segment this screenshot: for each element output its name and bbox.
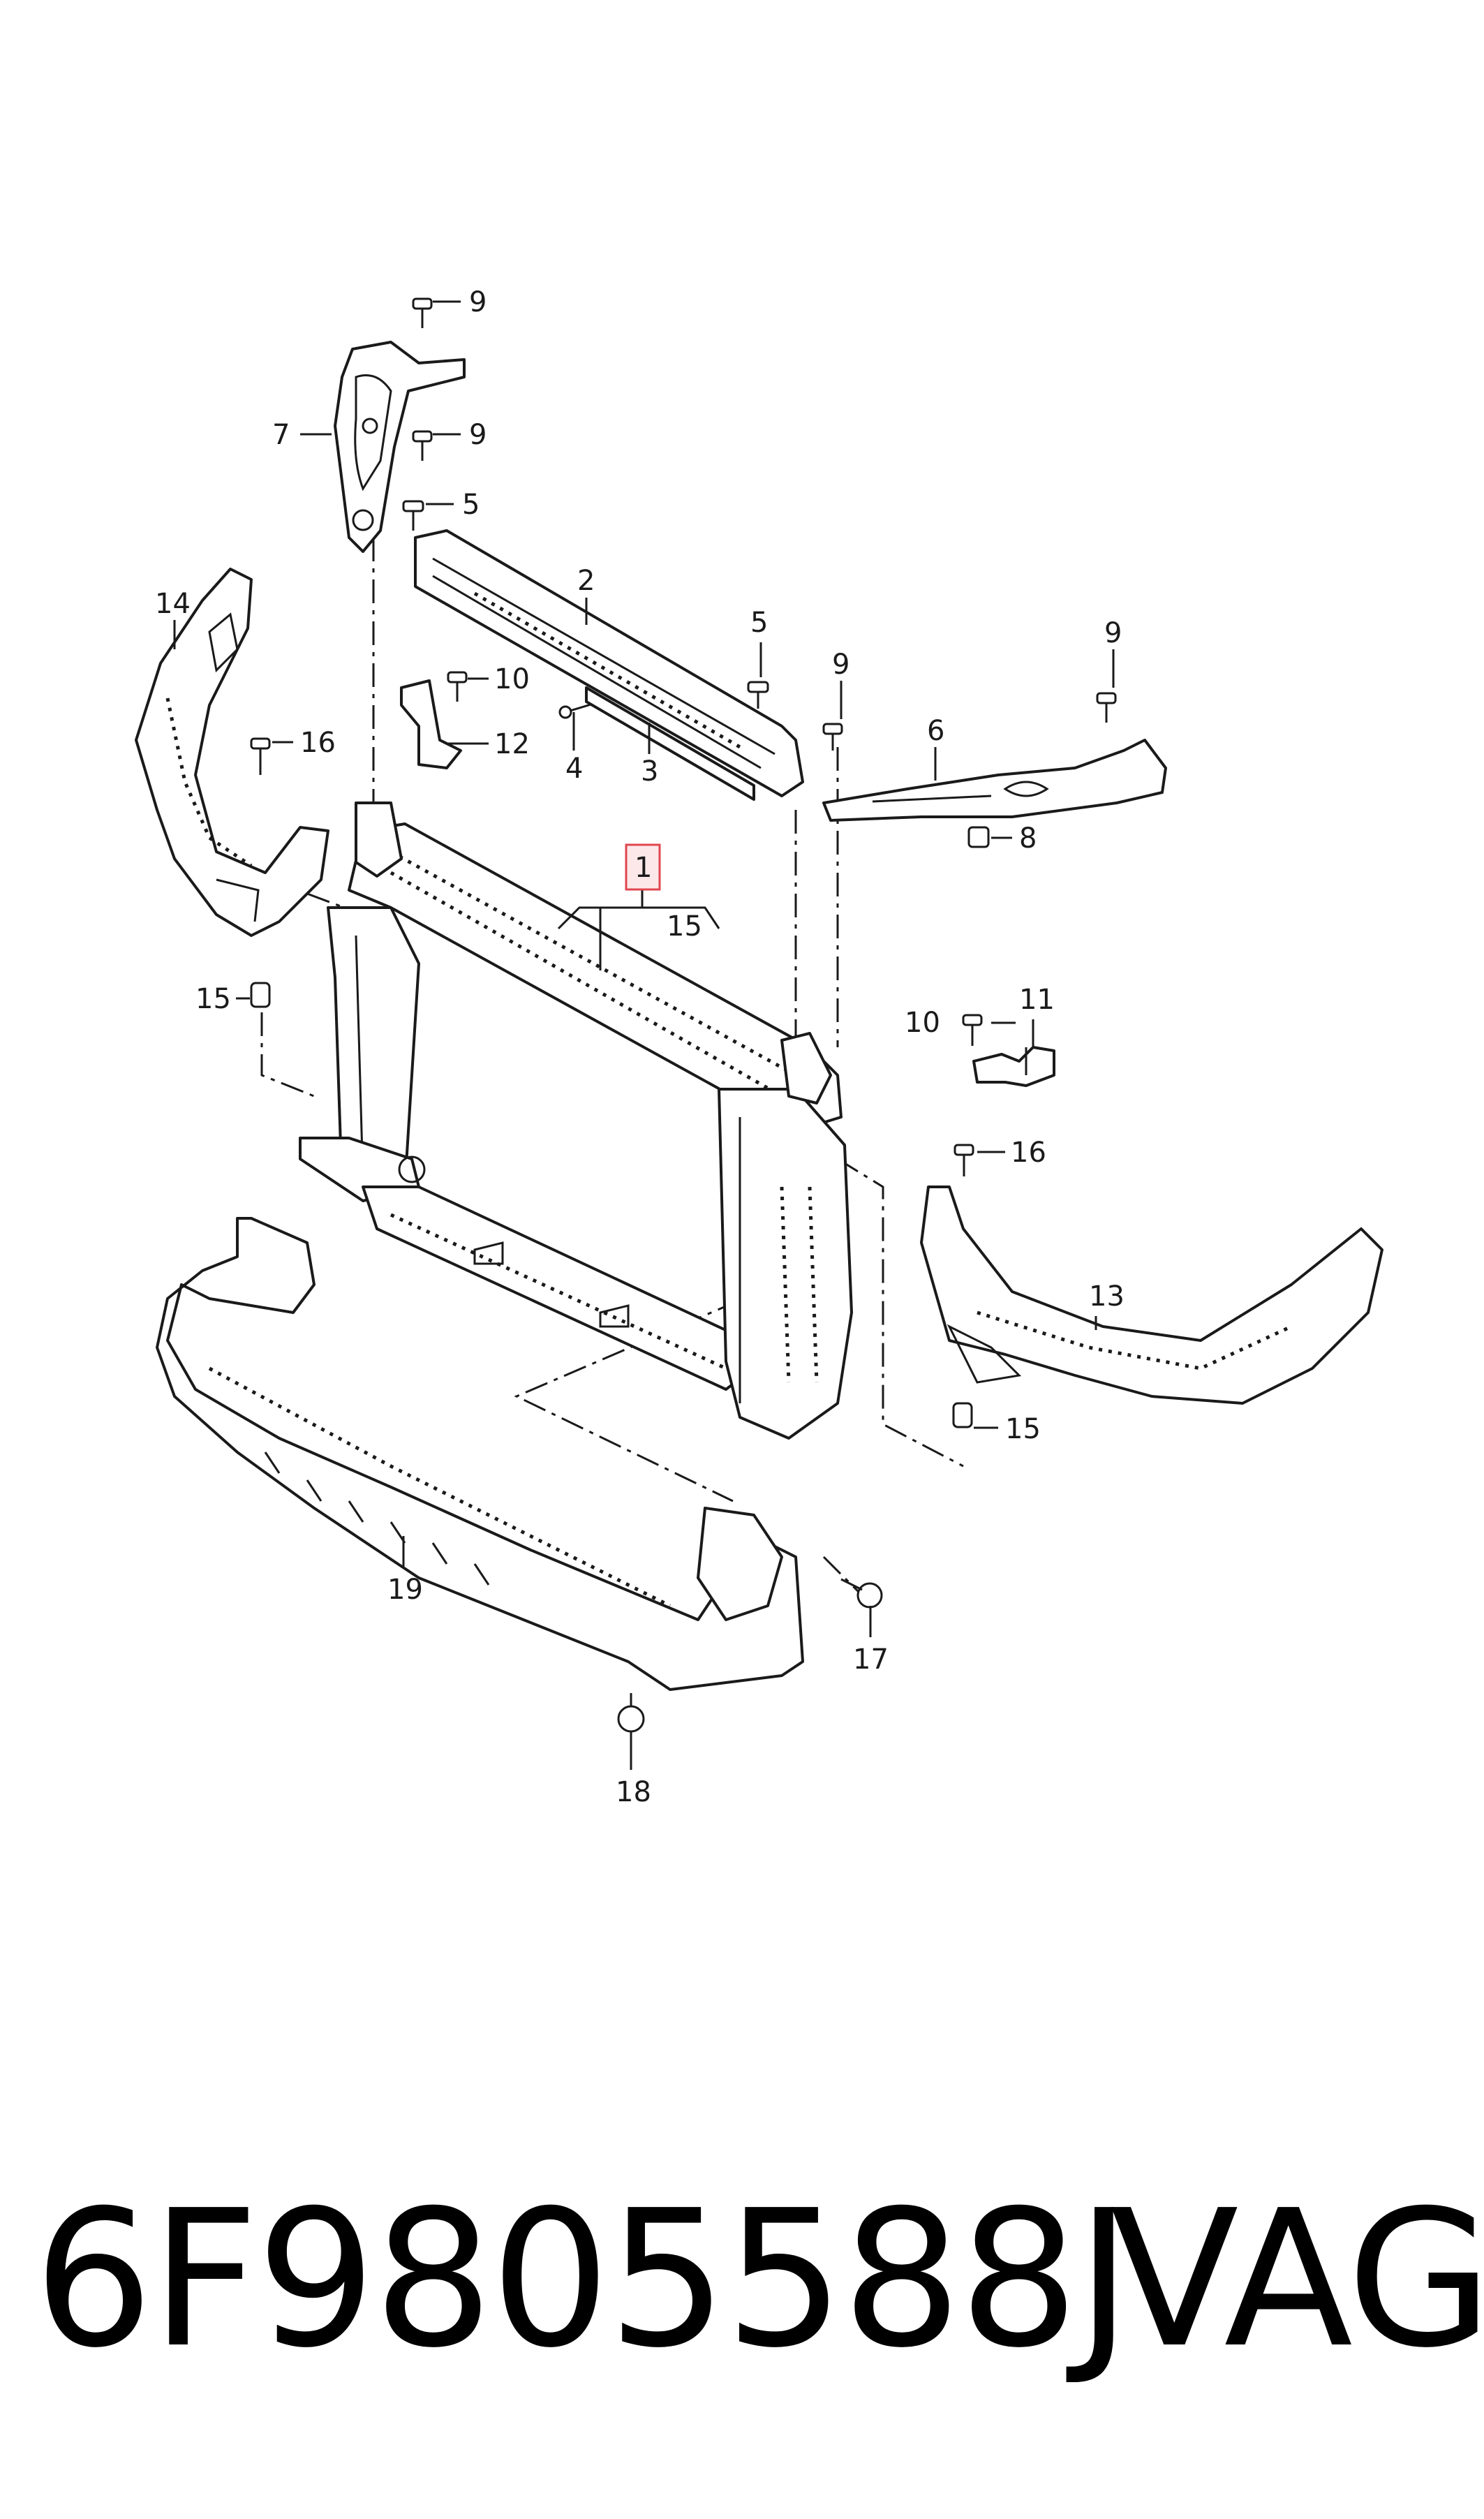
callout-16b: 16 [1011,1137,1046,1169]
part-13-right-bracket[interactable] [920,1185,1383,1405]
callout-9c: 9 [832,649,849,681]
part-14-left-bracket[interactable] [135,568,329,937]
brand-caption: VAG [1110,2169,1484,2389]
bolt-15-right [952,1402,973,1428]
bolt-10-upper [447,671,468,702]
part-11-small-bracket[interactable] [972,1046,1055,1087]
callout-6: 6 [927,715,944,747]
bolt-9-right-b [1096,692,1117,723]
bolt-16-right [954,1144,974,1176]
part-6-right-bracket[interactable] [822,739,1167,822]
callout-9b: 9 [469,419,487,451]
part-7-upper-bracket[interactable] [334,341,466,553]
assembly-guide-lines [260,538,964,1593]
callout-7: 7 [272,419,290,451]
part-1-front-end-carrier[interactable] [299,802,853,1440]
callout-1: 1 [635,852,652,884]
callout-16a: 16 [300,727,336,759]
callout-15b: 15 [195,983,231,1015]
callout-18: 18 [616,1776,651,1808]
callout-10b: 10 [905,1007,940,1039]
part-number-caption: 6F9805588J [34,2169,1131,2389]
callout-13: 13 [1089,1280,1125,1313]
callout-11: 11 [1019,984,1055,1016]
callout-17: 17 [853,1643,889,1676]
bolt-8-clip [967,826,990,848]
bolt-9-middle [412,430,433,461]
fastener-bolts [250,297,1117,1733]
bolt-9-top [412,297,433,328]
callout-12: 12 [494,728,530,760]
bolt-5-right [747,681,769,709]
bolt-5-left [402,500,424,531]
callout-9d: 9 [1104,617,1122,649]
callout-8: 8 [1019,822,1037,855]
bolt-15-left [250,982,271,1008]
callout-5a: 5 [462,489,480,521]
callout-15a: 15 [667,910,702,943]
callout-9a: 9 [469,286,487,318]
part-19-lower-carrier[interactable] [156,1217,804,1691]
bolt-10-lower [962,1014,983,1046]
callout-19: 19 [387,1574,423,1606]
bolt-17 [840,1578,883,1609]
bolt-18 [617,1693,645,1733]
bolt-16-left [250,737,271,775]
callout-labels: 9 7 9 5 2 14 5 9 9 10 16 12 6 4 3 8 1 15… [155,286,1125,1808]
callout-2: 2 [577,565,595,597]
callout-10a: 10 [494,663,530,695]
callout-1-highlight [625,843,661,891]
callout-15c: 15 [1005,1413,1041,1445]
callout-14: 14 [155,588,191,620]
callout-4: 4 [565,753,583,785]
leader-lines [173,300,1115,1770]
callout-3: 3 [641,755,658,788]
part-12-small-bracket[interactable] [400,679,462,769]
bolt-9-right-a [822,723,843,751]
part-2-cross-member[interactable] [414,529,804,801]
callout-5b: 5 [750,607,768,639]
